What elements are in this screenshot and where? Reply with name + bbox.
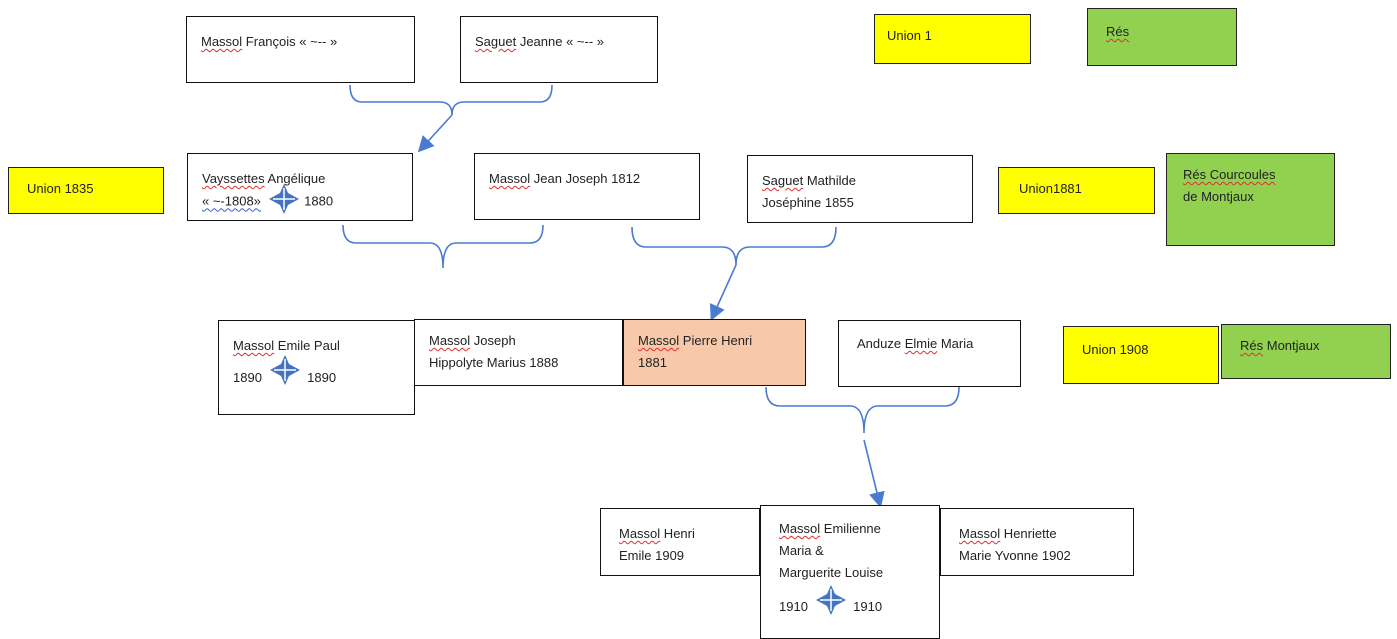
note-union-1908: Union 1908 (1063, 326, 1219, 384)
person-francois-massol: Massol François « ~-- » (186, 16, 415, 83)
bracket-angelique-jean (342, 224, 544, 269)
bracket-jean-mathilde (631, 226, 837, 266)
person-henri-emile-massol: Massol Henri Emile 1909 (600, 508, 760, 576)
person-jean-joseph-massol: Massol Jean Joseph 1812 (474, 153, 700, 220)
person-mathilde-saguet: Saguet Mathilde Joséphine 1855 (747, 155, 973, 223)
note-union-1: Union 1 (874, 14, 1031, 64)
note-union-1881: Union1881 (998, 167, 1155, 214)
note-res: Rés (1087, 8, 1237, 66)
note-union-1835: Union 1835 (8, 167, 164, 214)
bracket-pierre-elmie (765, 386, 960, 434)
person-jeanne-saguet: Saguet Jeanne « ~-- » (460, 16, 658, 83)
person-joseph-hippolyte-massol: Massol Joseph Hippolyte Marius 1888 (414, 319, 623, 386)
person-emile-paul-massol: Massol Emile Paul 1890 1890 (218, 320, 415, 415)
arrow-to-angelique (417, 114, 453, 153)
person-elmie-anduze: Anduze Elmie Maria (838, 320, 1021, 387)
person-angelique-vayssettes: Vayssettes Angélique « ~-1808» 1880 (187, 153, 413, 221)
cross-icon (268, 184, 299, 214)
cross-icon (269, 354, 300, 385)
person-henriette-massol: Massol Henriette Marie Yvonne 1902 (940, 508, 1134, 576)
cross-icon (815, 584, 846, 615)
person-emilienne-massol: Massol Emilienne Maria & Marguerite Loui… (760, 505, 940, 639)
bracket-gen1 (349, 84, 553, 116)
note-res-montjaux: Rés Montjaux (1221, 324, 1391, 379)
arrow-to-emilienne (863, 439, 885, 509)
arrow-to-pierre (709, 264, 737, 321)
person-pierre-henri-massol: Massol Pierre Henri 1881 (623, 319, 806, 386)
note-res-courcoules: Rés Courcoules de Montjaux (1166, 153, 1335, 246)
